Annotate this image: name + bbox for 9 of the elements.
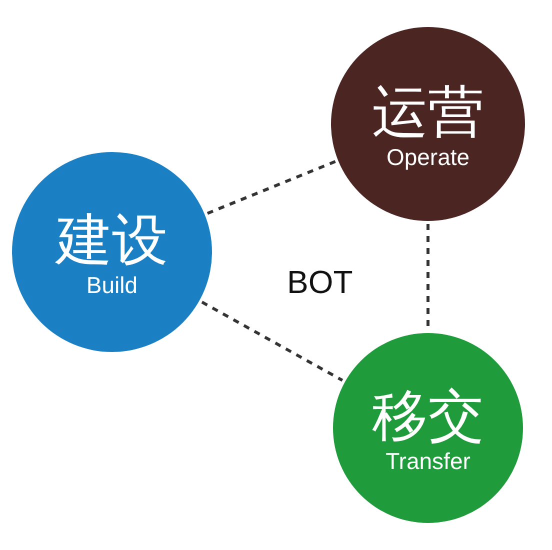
- center-label: BOT: [287, 264, 353, 301]
- node-subtitle: Transfer: [386, 448, 470, 476]
- node-title: 运营: [372, 82, 484, 144]
- node-subtitle: Build: [86, 272, 138, 300]
- dashed-connector: [206, 160, 336, 215]
- node-subtitle: Operate: [386, 144, 470, 172]
- dashed-connector: [201, 300, 344, 382]
- node-title: 移交: [372, 386, 484, 448]
- node-title: 建设: [56, 210, 168, 272]
